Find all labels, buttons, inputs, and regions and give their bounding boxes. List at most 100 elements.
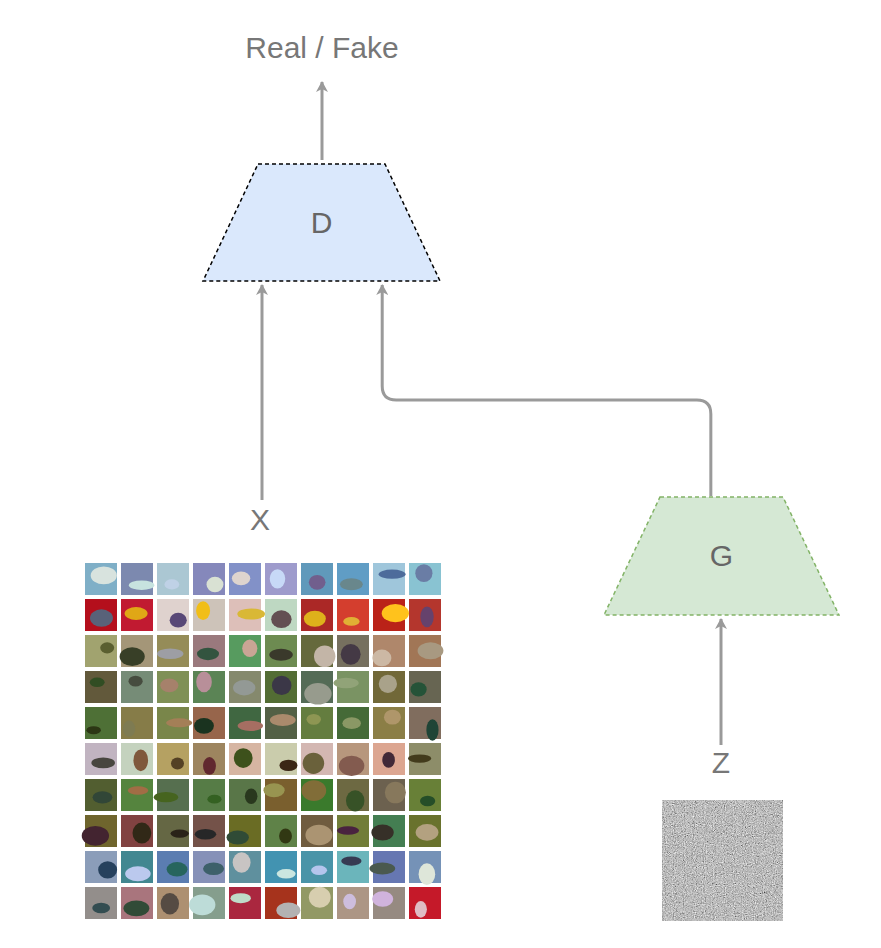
image-subject (245, 789, 258, 804)
image-subject (196, 671, 212, 692)
image-subject (86, 726, 101, 734)
image-tile (85, 851, 117, 883)
image-tile (229, 563, 261, 595)
image-tile (301, 599, 333, 631)
image-subject (238, 721, 263, 731)
image-tile (193, 599, 225, 631)
image-tile (301, 851, 333, 883)
image-subject (233, 680, 255, 695)
image-tile (265, 671, 297, 703)
image-subject (371, 824, 393, 840)
image-subject (340, 578, 363, 590)
image-subject (339, 756, 364, 776)
image-tile (265, 599, 297, 631)
image-subject (304, 611, 326, 627)
image-tile (265, 851, 297, 883)
image-tile (373, 743, 405, 775)
image-tile (157, 887, 189, 919)
image-subject (303, 753, 325, 774)
image-tile (157, 743, 189, 775)
connector-arrow (382, 285, 711, 496)
image-subject (418, 642, 444, 659)
image-tile (121, 743, 153, 775)
image-tile (229, 779, 261, 811)
image-subject (166, 718, 192, 727)
image-subject (197, 648, 219, 660)
output-arrow (321, 82, 324, 160)
image-tile (229, 743, 261, 775)
image-subject (128, 786, 148, 794)
image-subject (341, 644, 361, 665)
image-subject (194, 718, 214, 734)
image-tile (193, 635, 225, 667)
image-subject (306, 714, 321, 725)
image-tile (301, 707, 333, 739)
image-subject (276, 903, 300, 919)
image-subject (120, 647, 145, 666)
image-subject (314, 645, 335, 667)
image-subject (227, 831, 249, 845)
image-tile (373, 707, 405, 739)
image-tile (85, 707, 117, 739)
image-tile (85, 635, 117, 667)
image-subject (90, 678, 105, 687)
image-subject (270, 714, 296, 726)
image-subject (343, 617, 359, 626)
image-subject (125, 607, 148, 620)
image-subject (234, 748, 253, 768)
image-tile (157, 851, 189, 883)
image-subject (420, 606, 433, 627)
image-subject (279, 828, 292, 843)
image-subject (309, 575, 326, 590)
noise-image (662, 800, 783, 921)
image-tile (157, 815, 189, 847)
image-subject (230, 893, 250, 903)
image-subject (346, 790, 364, 811)
image-tile (373, 887, 405, 919)
image-subject (343, 894, 356, 910)
image-tile (193, 671, 225, 703)
image-tile (85, 563, 117, 595)
node-label: G (710, 539, 733, 573)
image-tile (121, 671, 153, 703)
image-tile (157, 671, 189, 703)
image-subject (420, 796, 435, 806)
image-subject (242, 640, 257, 657)
image-tile (409, 887, 441, 919)
image-tile (337, 851, 369, 883)
image-tile (337, 599, 369, 631)
image-tile (85, 671, 117, 703)
image-tile (337, 815, 369, 847)
image-subject (416, 824, 439, 841)
image-tile (337, 707, 369, 739)
image-subject (207, 795, 221, 804)
image-tile (85, 743, 117, 775)
image-subject (379, 570, 406, 579)
image-tile (301, 779, 333, 811)
generator-box: G (603, 496, 840, 616)
image-subject (341, 856, 361, 865)
image-subject (154, 792, 178, 802)
image-subject (385, 782, 406, 804)
image-tile (301, 887, 333, 919)
image-tile (157, 563, 189, 595)
image-tile (301, 743, 333, 775)
image-tile (409, 563, 441, 595)
image-tile (193, 743, 225, 775)
text-label: Real / Fake (245, 31, 398, 65)
image-tile (193, 851, 225, 883)
image-tile (337, 779, 369, 811)
image-subject (93, 791, 113, 803)
image-subject (382, 752, 395, 768)
image-tile (301, 815, 333, 847)
image-subject (164, 579, 179, 589)
image-subject (98, 861, 117, 878)
image-subject (128, 676, 142, 687)
image-tile (193, 779, 225, 811)
image-subject (160, 678, 178, 692)
image-tile (337, 887, 369, 919)
image-subject (91, 757, 115, 768)
image-subject (167, 862, 188, 876)
